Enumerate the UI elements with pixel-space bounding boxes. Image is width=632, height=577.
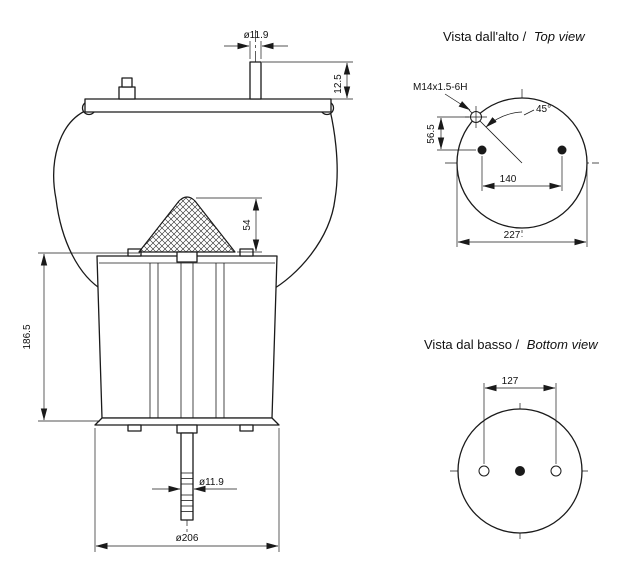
dimension-angle: 45° [485,104,551,128]
piston [94,248,280,432]
top-view-title-en: Top view [534,29,586,44]
dimension-assembly-height: 186.5 [22,252,140,422]
thread-callout-label: M14x1.5-6H [413,82,467,93]
stud-hole-right [557,145,567,155]
bottom-view-title-it: Vista dal basso / [424,337,520,352]
dimension-plate-diameter: 227 [456,166,588,247]
top-plate [84,98,332,113]
dim-label-base-diameter: ø206 [176,533,199,544]
top-stud [249,61,262,100]
dimension-bottom-stud-diameter: ø11.9 [152,477,237,493]
bottom-view-title-en: Bottom view [527,337,599,352]
bottom-view-title: Vista dal basso / Bottom view [424,337,599,352]
dim-label-assembly-height: 186.5 [22,324,33,349]
bottom-stud [176,424,198,521]
side-view: ø11.9 12.5 54 186.5 ø11.9 [22,30,353,552]
dimension-stud-spacing: 140 [481,156,563,191]
dim-label-plate-diameter: 227 [504,230,521,241]
hole-right [550,465,562,477]
dim-label-hole-spacing: 127 [502,376,519,387]
dim-label-stud-spacing: 140 [500,174,517,185]
air-fitting [118,77,136,100]
dim-label-angle: 45° [536,104,551,115]
bottom-view: Vista dal basso / Bottom view 127 [424,337,599,539]
dimension-base-diameter: ø206 [94,428,280,552]
stud-hole-left [477,145,487,155]
dim-label-hole-offset: 56.5 [426,124,437,144]
dim-label-bottom-stud-diameter: ø11.9 [199,477,224,488]
dimension-hole-offset: 56.5 [426,116,476,151]
bumper-cone [138,196,236,253]
dimension-plate-offset: 12.5 [262,61,353,100]
hole-left [478,465,490,477]
dim-label-top-stud-diameter: ø11.9 [244,30,269,41]
dimension-hole-spacing: 127 [483,376,557,464]
top-view-title-it: Vista dall'alto / [443,29,527,44]
dim-label-bumper-height: 54 [242,219,253,231]
top-view-title: Vista dall'alto / Top view [443,29,586,44]
dim-label-plate-offset: 12.5 [333,74,344,94]
cone-base-block [176,251,198,263]
dimension-bumper-height: 54 [196,197,262,253]
top-view: Vista dall'alto / Top view M14x1.5-6H 45… [413,29,599,247]
thread-callout: M14x1.5-6H [413,82,471,111]
dimension-top-stud-diameter: ø11.9 [224,30,288,59]
hole-center [515,466,525,476]
